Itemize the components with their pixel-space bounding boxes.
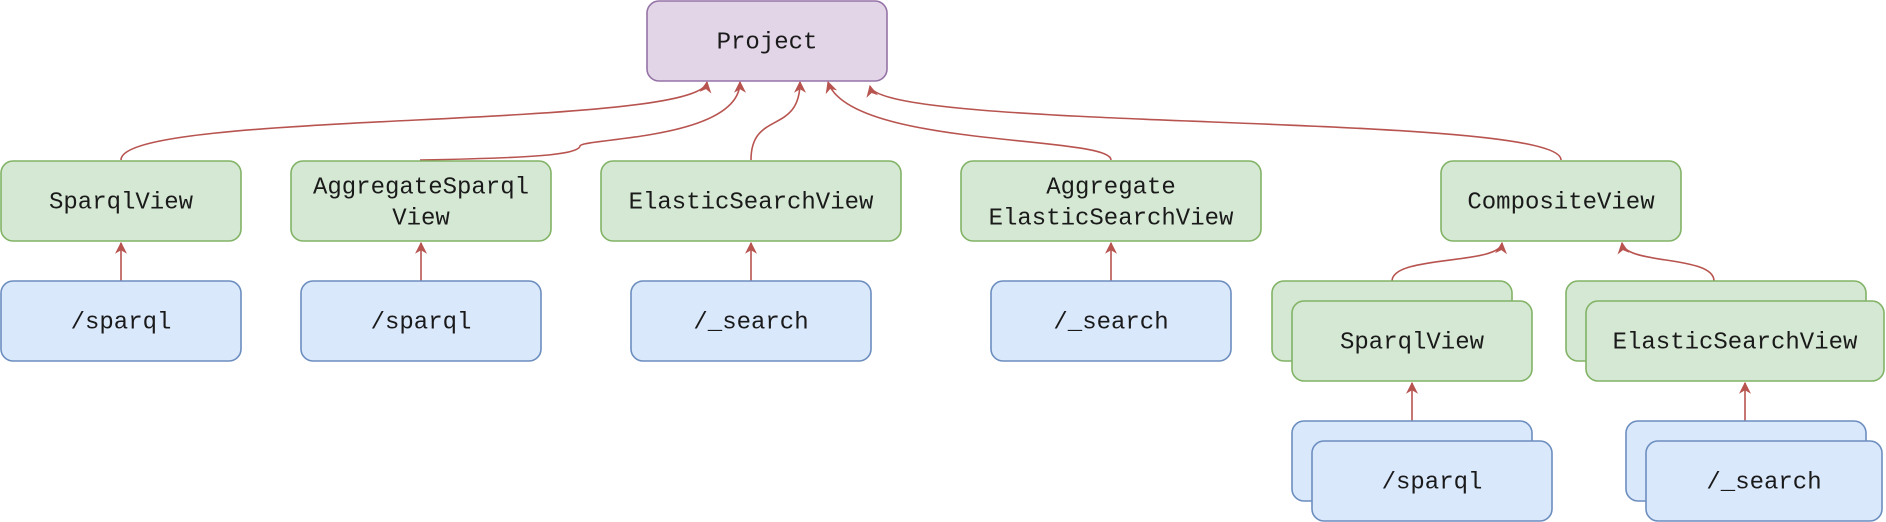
aggregate-search-endpoint-node: /_search: [990, 280, 1232, 362]
composite-search-endpoint-front-card: [1645, 440, 1883, 522]
composite-sparql-endpoint-front-card: [1311, 440, 1553, 522]
edge-composite-view-to-project: [866, 84, 1562, 161]
composite-sparql-endpoint-stack: /sparql: [1291, 420, 1553, 522]
composite-view-label: CompositeView: [1467, 189, 1655, 216]
aggregate-elasticsearch-view-node: Aggregate ElasticSearchView: [960, 160, 1262, 242]
aggregate-sparql-endpoint-node: /sparql: [300, 280, 542, 362]
aggregate-search-endpoint-label: /_search: [1053, 309, 1168, 336]
edge-composite-sparql-view-to-composite-view: [1391, 241, 1507, 282]
elasticsearch-view-node: ElasticSearchView: [600, 160, 902, 242]
composite-elasticsearch-view-label: ElasticSearchView: [1613, 329, 1858, 356]
composite-search-endpoint-stack: /_search: [1625, 420, 1883, 522]
search-endpoint-node: /_search: [630, 280, 872, 362]
composite-sparql-endpoint-label: /sparql: [1382, 469, 1483, 496]
aggregate-sparql-view-label-line-2: View: [392, 205, 450, 232]
composite-search-endpoint-label: /_search: [1706, 469, 1821, 496]
composite-view-node: CompositeView: [1440, 160, 1682, 242]
aggregate-sparql-endpoint-label: /sparql: [371, 309, 472, 336]
project-label: Project: [717, 29, 818, 56]
composite-elasticsearch-view-stack: ElasticSearchView: [1565, 280, 1885, 382]
edge-aggregate-elasticsearch-view-to-project: [825, 80, 1112, 161]
composite-sparql-view-stack: SparqlView: [1271, 280, 1533, 382]
sparql-view-label: SparqlView: [49, 189, 194, 216]
edges: [115, 80, 1751, 421]
composite-elasticsearch-view-front-card: [1585, 300, 1885, 382]
project-node: Project: [646, 0, 888, 82]
elasticsearch-view-label: ElasticSearchView: [629, 189, 874, 216]
search-endpoint-label: /_search: [693, 309, 808, 336]
edge-composite-elasticsearch-view-to-composite-view: [1617, 241, 1715, 282]
edge-elasticsearch-view-to-project: [750, 80, 806, 161]
sparql-endpoint-label: /sparql: [71, 309, 172, 336]
edge-sparql-view-to-project: [120, 80, 712, 161]
sparql-endpoint-node: /sparql: [0, 280, 242, 362]
aggregate-sparql-view-node: AggregateSparql View: [290, 160, 552, 242]
composite-sparql-view-label: SparqlView: [1340, 329, 1485, 356]
aggregate-sparql-view-label-line-1: AggregateSparql: [313, 174, 529, 201]
aggregate-elasticsearch-view-label-line-2: ElasticSearchView: [989, 205, 1234, 232]
composite-sparql-view-front-card: [1291, 300, 1533, 382]
edge-aggregate-sparql-view-to-project: [419, 80, 746, 161]
aggregate-elasticsearch-view-label-line-1: Aggregate: [1046, 174, 1176, 201]
sparql-view-node: SparqlView: [0, 160, 242, 242]
